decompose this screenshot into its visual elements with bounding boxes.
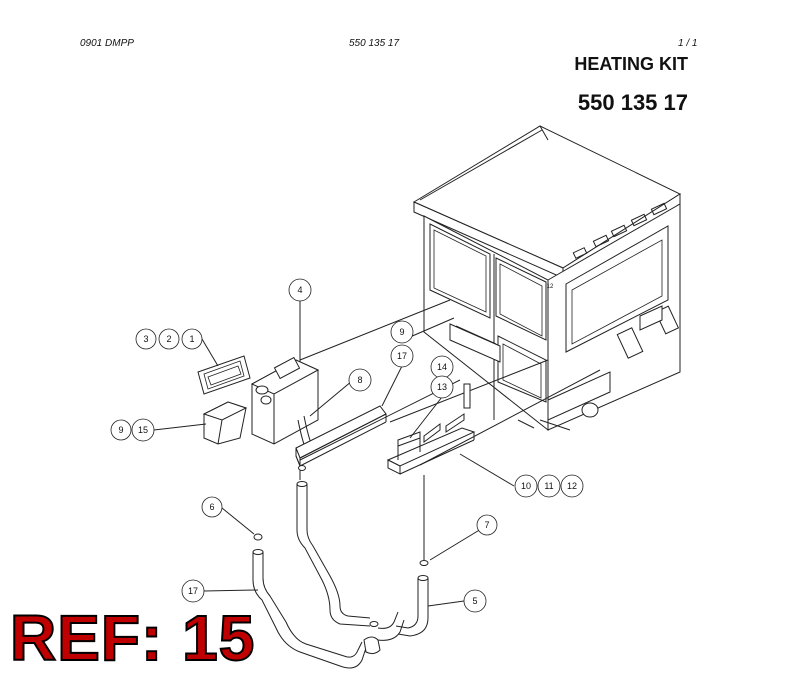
header-part-number: 550 135 17 xyxy=(349,38,400,49)
doc-code: 0901 DMPP xyxy=(80,38,134,49)
callout-3: 3 xyxy=(135,328,157,350)
callout-11-label: 11 xyxy=(544,481,553,491)
air-duct xyxy=(295,405,387,467)
callout-1-label: 1 xyxy=(189,334,194,344)
filter-frame xyxy=(197,355,251,395)
callout-8: 8 xyxy=(348,368,372,392)
callout-9-upper: 9 xyxy=(390,320,414,344)
hoses xyxy=(252,465,429,669)
page-number: 1 / 1 xyxy=(678,38,698,49)
explosion-lines xyxy=(299,299,601,560)
reference-label: REF: 15 xyxy=(9,602,256,674)
callout-6: 6 xyxy=(201,496,223,518)
leader-lines xyxy=(153,301,515,607)
callout-15-label: 15 xyxy=(138,425,148,435)
callout-17-lower: 17 xyxy=(181,579,205,603)
callout-10-label: 10 xyxy=(521,481,531,491)
callout-4-label: 4 xyxy=(297,285,302,295)
heater-unit xyxy=(250,356,320,451)
callout-11: 11 xyxy=(537,474,561,498)
callout-2: 2 xyxy=(158,328,180,350)
callout-15: 15 xyxy=(131,418,155,442)
part-number-large: 550 135 17 xyxy=(577,90,688,115)
callout-3-label: 3 xyxy=(143,334,148,344)
callout-7: 7 xyxy=(476,514,498,536)
cab-illustration: 12 xyxy=(412,125,682,432)
callout-17-upper-label: 17 xyxy=(397,351,407,361)
callout-9-upper-label: 9 xyxy=(399,327,404,337)
callout-13: 13 xyxy=(430,375,454,399)
callout-5: 5 xyxy=(463,589,487,613)
callout-9-lower: 9 xyxy=(110,419,132,441)
page-title: HEATING KIT xyxy=(574,54,688,74)
callout-7-label: 7 xyxy=(484,520,489,530)
heater-core-assembly xyxy=(386,383,476,475)
callout-10: 10 xyxy=(514,474,538,498)
callout-1: 1 xyxy=(181,328,203,350)
callout-14: 14 xyxy=(430,355,454,379)
svg-text:12: 12 xyxy=(547,284,554,290)
callout-17-lower-label: 17 xyxy=(188,586,198,596)
callout-6-label: 6 xyxy=(209,502,214,512)
callout-12: 12 xyxy=(560,474,584,498)
callout-5-label: 5 xyxy=(472,596,477,606)
callout-4: 4 xyxy=(288,278,312,302)
callout-14-label: 14 xyxy=(437,362,447,372)
callout-9-lower-label: 9 xyxy=(118,425,123,435)
callout-12-label: 12 xyxy=(567,481,577,491)
callout-17-upper: 17 xyxy=(390,344,414,368)
callout-13-label: 13 xyxy=(437,382,447,392)
air-box xyxy=(202,401,248,445)
callout-8-label: 8 xyxy=(357,375,362,385)
callout-2-label: 2 xyxy=(166,334,171,344)
